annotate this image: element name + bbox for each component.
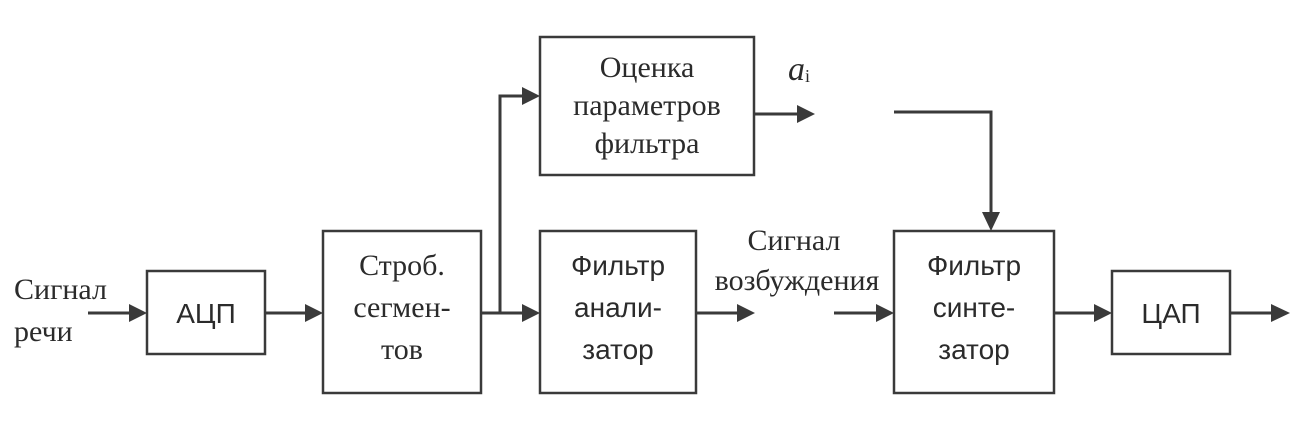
synthesis-filter-label-line-2: синте- bbox=[933, 292, 1016, 323]
speech-signal-label-line-1: Сигнал bbox=[14, 273, 107, 306]
synthesis-filter-block: Фильтр синте- затор bbox=[892, 229, 1056, 395]
arrowhead-output bbox=[1271, 304, 1290, 322]
arrowhead-analysis bbox=[522, 304, 540, 322]
excitation-signal-label-line-1: Сигнал bbox=[748, 224, 841, 257]
excitation-signal-label: Сигнал возбуждения bbox=[715, 224, 880, 297]
synthesis-filter-label-line-1: Фильтр bbox=[927, 250, 1021, 281]
coeff-symbol: a bbox=[788, 51, 805, 88]
excitation-signal-label-line-2: возбуждения bbox=[715, 264, 880, 297]
arrowhead-synthesis bbox=[876, 304, 894, 322]
adc-label: АЦП bbox=[176, 298, 236, 329]
dac-block: ЦАП bbox=[1110, 269, 1232, 356]
segmenter-block: Строб. сегмен- тов bbox=[321, 229, 483, 395]
synthesis-filter-label-line-3: затор bbox=[938, 334, 1009, 365]
arrowhead-dac bbox=[1094, 304, 1112, 322]
arrowhead-analysis-output bbox=[737, 304, 755, 322]
speech-signal-label-line-2: речи bbox=[14, 315, 73, 348]
analysis-filter-label-line-2: анали- bbox=[574, 292, 662, 323]
coeff-subscript: i bbox=[805, 66, 810, 86]
adc-block: АЦП bbox=[145, 269, 267, 356]
param-estimation-label-line-2: параметров bbox=[573, 89, 721, 122]
speech-signal-label: Сигнал речи bbox=[14, 273, 107, 348]
segmenter-label-line-2: сегмен- bbox=[353, 291, 450, 324]
segmenter-label-line-1: Строб. bbox=[359, 249, 445, 282]
wire-coeff-to-synthesis bbox=[894, 110, 993, 213]
analysis-filter-label-line-3: затор bbox=[582, 334, 653, 365]
filter-coefficients-label: ai bbox=[788, 51, 810, 88]
analysis-filter-label-line-1: Фильтр bbox=[571, 250, 665, 281]
segmenter-label-line-3: тов bbox=[381, 333, 423, 366]
arrowhead-estimation-output bbox=[797, 105, 815, 123]
analysis-filter-block: Фильтр анали- затор bbox=[538, 229, 698, 395]
signal-wires bbox=[88, 87, 1290, 322]
dac-label: ЦАП bbox=[1141, 298, 1200, 329]
arrowhead-synthesis-top bbox=[982, 212, 1000, 231]
arrowhead-adc bbox=[129, 304, 147, 322]
wire-branch-to-estimation bbox=[498, 94, 523, 313]
param-estimation-block: Оценка параметров фильтра bbox=[538, 35, 756, 177]
param-estimation-label-line-1: Оценка bbox=[600, 51, 695, 84]
param-estimation-label-line-3: фильтра bbox=[595, 127, 700, 160]
arrowhead-estimation bbox=[522, 87, 540, 105]
arrowhead-segmenter bbox=[305, 304, 323, 322]
